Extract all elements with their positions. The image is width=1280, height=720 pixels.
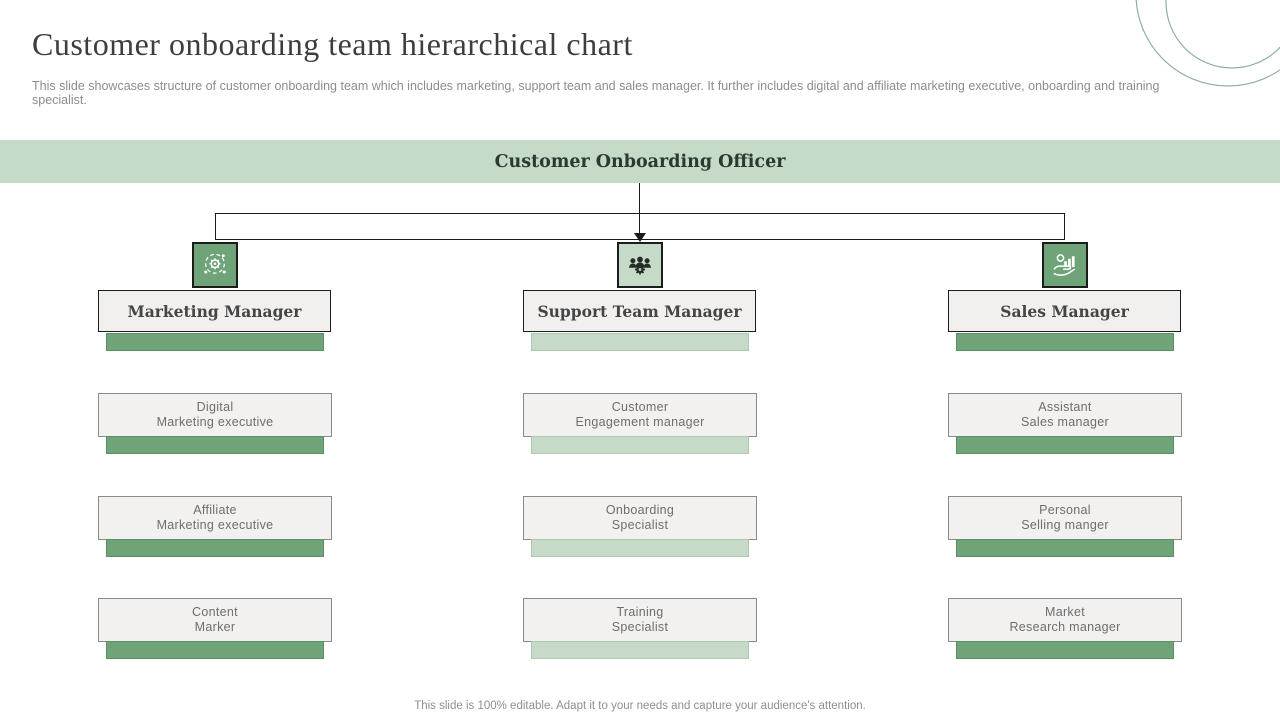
org-node-support-team-manager[interactable]: Support Team Manager: [523, 290, 756, 332]
org-node-label-line2: Marker: [194, 620, 236, 634]
org-node-label-line1: Digital: [196, 399, 234, 414]
org-node-label-line2: Sales manager: [1021, 415, 1109, 429]
org-node-personal-selling-manager[interactable]: Personal Selling manger: [948, 496, 1182, 540]
org-node-label-line2: Marketing executive: [156, 518, 274, 532]
org-node-assistant-sales-manager[interactable]: Assistant Sales manager: [948, 393, 1182, 437]
accent-bar: [956, 333, 1174, 351]
marketing-icon-tile[interactable]: [192, 242, 238, 288]
org-node-label-line1: Customer: [611, 399, 669, 414]
accent-bar: [106, 436, 324, 454]
org-node-marketing-manager[interactable]: Marketing Manager: [98, 290, 331, 332]
slide-subtitle: This slide showcases structure of custom…: [32, 79, 1160, 107]
accent-bar: [956, 641, 1174, 659]
org-node-label-line1: Content: [192, 604, 238, 619]
org-root-label: Customer Onboarding Officer: [494, 151, 786, 172]
org-column-marketing: Marketing Manager Digital Marketing exec…: [98, 242, 332, 672]
org-node-label: Support Team Manager: [537, 301, 742, 321]
accent-bar: [106, 539, 324, 557]
org-node-customer-engagement-manager[interactable]: Customer Engagement manager: [523, 393, 757, 437]
org-node-label-line2: Research manager: [1009, 620, 1121, 634]
org-node-digital-marketing-executive[interactable]: Digital Marketing executive: [98, 393, 332, 437]
org-node-label-line2: Selling manger: [1021, 518, 1109, 532]
org-node-training-specialist[interactable]: Training Specialist: [523, 598, 757, 642]
org-column-sales: Sales Manager Assistant Sales manager Pe…: [948, 242, 1182, 672]
org-node-sales-manager[interactable]: Sales Manager: [948, 290, 1181, 332]
team-gear-icon: [629, 256, 651, 275]
accent-bar: [531, 641, 749, 659]
org-node-onboarding-specialist[interactable]: Onboarding Specialist: [523, 496, 757, 540]
org-node-label: Sales Manager: [1000, 301, 1129, 321]
accent-bar: [956, 436, 1174, 454]
org-node-label-line1: Onboarding: [605, 502, 675, 517]
org-root-node[interactable]: Customer Onboarding Officer: [0, 140, 1280, 183]
org-node-label-line2: Engagement manager: [575, 415, 705, 429]
accent-bar: [531, 333, 749, 351]
org-node-label: Marketing Manager: [127, 301, 302, 321]
hand-coins-icon: [1053, 254, 1076, 276]
accent-bar: [531, 539, 749, 557]
accent-bar: [531, 436, 749, 454]
org-node-content-marker[interactable]: Content Marker: [98, 598, 332, 642]
connector-arrowhead: [634, 233, 646, 242]
corner-circles-decoration: [1135, 0, 1280, 87]
org-node-label-line2: Specialist: [611, 518, 669, 532]
sales-icon-tile[interactable]: [1042, 242, 1088, 288]
org-node-label-line2: Marketing executive: [156, 415, 274, 429]
accent-bar: [956, 539, 1174, 557]
support-icon-tile[interactable]: [617, 242, 663, 288]
org-node-label-line1: Affiliate: [193, 502, 237, 517]
org-node-affiliate-marketing-executive[interactable]: Affiliate Marketing executive: [98, 496, 332, 540]
org-node-label-line1: Training: [616, 604, 664, 619]
accent-bar: [106, 641, 324, 659]
org-node-label-line2: Specialist: [611, 620, 669, 634]
org-node-label-line1: Market: [1044, 604, 1085, 619]
org-column-support: Support Team Manager Customer Engagement…: [523, 242, 757, 672]
accent-bar: [106, 333, 324, 351]
connector-vertical-line: [639, 183, 640, 234]
org-node-market-research-manager[interactable]: Market Research manager: [948, 598, 1182, 642]
marketing-gear-icon: [204, 253, 226, 274]
org-node-label-line1: Assistant: [1038, 399, 1092, 414]
page-title: Customer onboarding team hierarchical ch…: [32, 26, 633, 62]
slide-footer-note: This slide is 100% editable. Adapt it to…: [414, 700, 866, 712]
org-node-label-line1: Personal: [1039, 502, 1091, 517]
